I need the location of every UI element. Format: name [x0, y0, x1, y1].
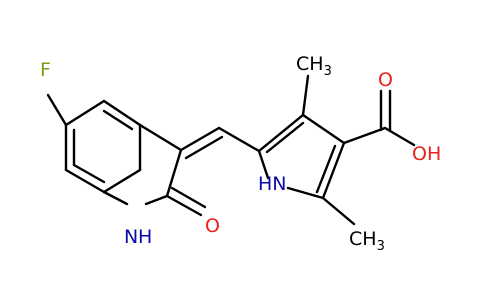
lactam-ring: [102, 123, 183, 206]
bond-double-inner: [265, 121, 305, 154]
bond-methyl: [301, 74, 310, 117]
bond-double-inner: [102, 109, 134, 131]
bond-double-inner: [72, 163, 106, 184]
carbonyl-oxygen-label: O: [378, 69, 393, 91]
bond: [102, 99, 142, 127]
bond-exocyclic: [184, 135, 224, 160]
bond: [217, 126, 261, 153]
methyl-bottom-sub: 3: [377, 239, 385, 254]
bond: [102, 190, 129, 206]
lactam-nh-label: N: [124, 226, 138, 248]
bond-carbonyl: [170, 186, 207, 209]
bond: [102, 168, 142, 194]
bond: [64, 168, 106, 194]
bond-c-f: [46, 93, 68, 127]
bond-double-inner: [315, 144, 337, 194]
benzene-ring: [64, 99, 142, 194]
pyrrole-h: H: [258, 173, 272, 195]
bond-methyl: [321, 196, 356, 226]
bond: [301, 113, 346, 145]
bond-carboxyl: [342, 126, 387, 145]
pyrrole-n: N: [272, 173, 286, 195]
bond: [286, 186, 325, 200]
methyl-top-label: CH3: [296, 53, 332, 79]
lactam-oxygen-label: O: [205, 215, 220, 237]
pyrrole-nh-label: HN: [258, 173, 287, 195]
methyl-bottom-label: CH3: [349, 228, 385, 254]
bond: [138, 123, 183, 152]
methyl-top-ch: CH: [296, 53, 324, 75]
bond: [165, 148, 183, 198]
bond: [257, 113, 305, 153]
lactam-h-text: H: [138, 226, 152, 248]
bond-carbonyl: [165, 194, 203, 217]
methyl-top-sub: 3: [324, 64, 332, 79]
bond-carboxyl-oh: [383, 126, 416, 147]
bond-exocyclic: [179, 126, 221, 152]
pyrrole-ring: [257, 113, 346, 200]
fluorine-label: F: [40, 59, 51, 81]
bond: [64, 99, 106, 127]
bond: [321, 141, 346, 200]
bond: [144, 194, 169, 206]
methyl-bottom-ch: CH: [349, 228, 377, 250]
bond: [257, 149, 270, 180]
hydroxyl-label: OH: [412, 143, 441, 165]
lactam-n: N: [124, 226, 138, 248]
